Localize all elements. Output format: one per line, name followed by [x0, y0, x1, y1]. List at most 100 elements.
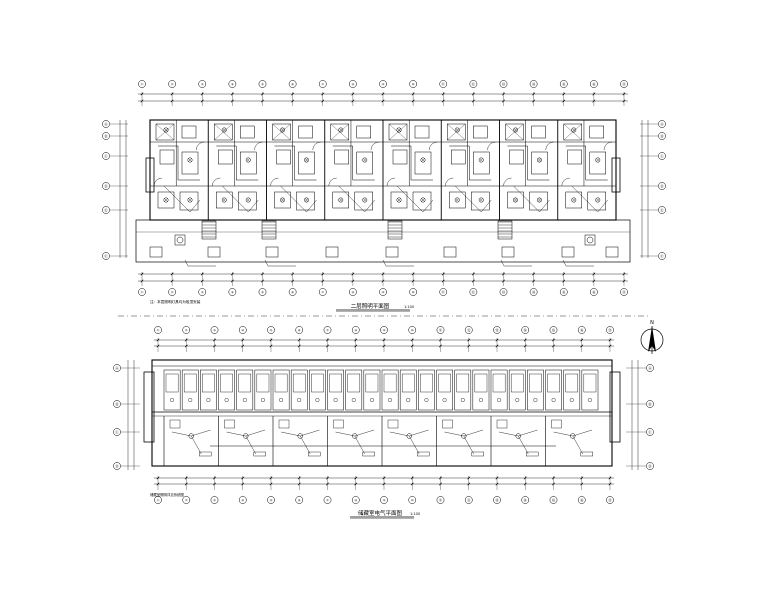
door-swing [270, 177, 279, 187]
upper-axis-top-9-circle [379, 80, 387, 88]
upper-axis-left-5-circle [102, 206, 110, 214]
upper-axis-top-17-circle [620, 80, 628, 88]
upper-axis-bottom-7-label: ⑦ [321, 290, 324, 294]
upper-axis-top-7-label: ⑦ [321, 82, 324, 86]
lower-axis-right-4-circle [646, 462, 654, 470]
upper-axis-bottom-4-circle [228, 288, 237, 296]
callout-leader-1 [264, 259, 269, 267]
table [565, 191, 582, 209]
lower-axis-top-15-label: ⑮ [552, 327, 556, 332]
storage-cell-wall [454, 369, 472, 411]
storage-cell-wall [181, 369, 199, 411]
upper-axis-top-10-circle [409, 80, 417, 88]
storage-cell-16 [436, 369, 453, 411]
upper-axis-bottom-4-label: ④ [231, 290, 234, 294]
light-cross [246, 198, 250, 202]
storage-cell-7 [272, 369, 290, 411]
lower-axis-top-3-circle [210, 326, 219, 334]
storage-cell-20 [508, 369, 526, 411]
upper-axis-bottom-10-circle [409, 288, 417, 296]
dwelling-unit-8 [557, 120, 617, 220]
stair-box [496, 419, 508, 429]
upper-axis-top-6-label: ⑥ [291, 82, 294, 86]
door-swing [212, 177, 221, 187]
upper-axis-bottom-15-circle [559, 288, 568, 296]
storage-light [333, 398, 338, 403]
upper-axis-bottom-7-circle [318, 288, 327, 296]
light-cross [397, 128, 401, 132]
lower-axis-top-7-label: ⑦ [326, 328, 329, 332]
lower-axis-bottom-11-label: ⑪ [439, 497, 443, 502]
storage-shelf [238, 373, 252, 393]
room-light [352, 433, 358, 439]
lower-axis-right-3-label: Ⓒ [648, 429, 652, 434]
light-cross [572, 128, 576, 132]
storage-shelf [256, 373, 270, 393]
panel-box [362, 451, 375, 457]
lower-axis-top-10-circle [408, 326, 417, 334]
storage-light [369, 398, 374, 403]
storage-cell-11 [345, 369, 363, 411]
lower-axis-top-6-label: ⑥ [298, 328, 301, 332]
storage-shelf [383, 373, 397, 393]
lower-axis-top-5-label: ⑤ [270, 328, 273, 332]
lower-axis-bottom-15-circle [549, 496, 558, 504]
stair-core [272, 123, 291, 141]
storage-light [442, 398, 447, 403]
wiring-run [396, 185, 434, 213]
storage-light [569, 398, 574, 403]
upper-axis-bottom-15-label: ⑮ [562, 289, 566, 294]
sofa [471, 191, 490, 211]
terrace-table-0 [174, 234, 186, 246]
upper-axis-left-2-label: Ⓑ [104, 133, 108, 138]
lower-axis-bottom-8-circle [351, 496, 360, 504]
lower-axis-top-17-label: ⑰ [608, 327, 612, 332]
lower-plan-scale: 1:100 [410, 512, 420, 516]
upper-axis-bottom-5-label: ⑤ [261, 290, 264, 294]
lower-axis-top-1-circle [154, 326, 162, 334]
terrace-box-8 [605, 246, 619, 258]
lower-axis-bottom-13-circle [493, 496, 501, 504]
lower-axis-bottom-3-circle [210, 496, 219, 504]
storage-cell-wall [309, 369, 326, 411]
storage-light [388, 398, 393, 403]
light-fixture [221, 127, 227, 133]
storage-cell-wall [399, 369, 417, 411]
wiring-run [409, 435, 420, 455]
storage-light [170, 398, 175, 403]
light-cross [188, 158, 192, 162]
light-fixture [571, 127, 577, 133]
storage-shelf [165, 373, 179, 393]
bed [531, 151, 548, 175]
room-light [188, 433, 194, 439]
upper-axis-top-16-label: ⑯ [592, 81, 596, 86]
light-cross [455, 198, 459, 202]
stair-1 [261, 220, 277, 240]
panel-box [417, 451, 430, 457]
door-swing [328, 177, 337, 187]
wiring-run [280, 185, 317, 213]
upper-axis-bottom-2-label: ② [171, 290, 174, 294]
light-cross [164, 198, 168, 202]
door-swing [603, 141, 613, 151]
storage-cell-1 [163, 369, 181, 411]
lower-axis-bottom-16-circle [577, 496, 586, 504]
storage-cell-13 [381, 369, 399, 411]
upper-axis-bottom-11-label: ⑪ [442, 289, 446, 294]
lower-axis-top-4-label: ④ [241, 328, 244, 332]
upper-axis-top-17-label: ⑰ [622, 81, 626, 86]
upper-axis-right-4-circle [658, 182, 666, 190]
stair-box [224, 419, 235, 429]
lower-axis-bottom-7-label: ⑦ [326, 498, 329, 502]
table [332, 191, 349, 209]
light-fixture [163, 127, 169, 133]
light-cross [339, 198, 343, 202]
storage-shelf [274, 373, 288, 393]
terrace-box-0 [149, 246, 163, 258]
storage-shelf [420, 373, 433, 393]
upper-dimension-lines [138, 92, 628, 286]
storage-cell-21 [527, 369, 544, 411]
